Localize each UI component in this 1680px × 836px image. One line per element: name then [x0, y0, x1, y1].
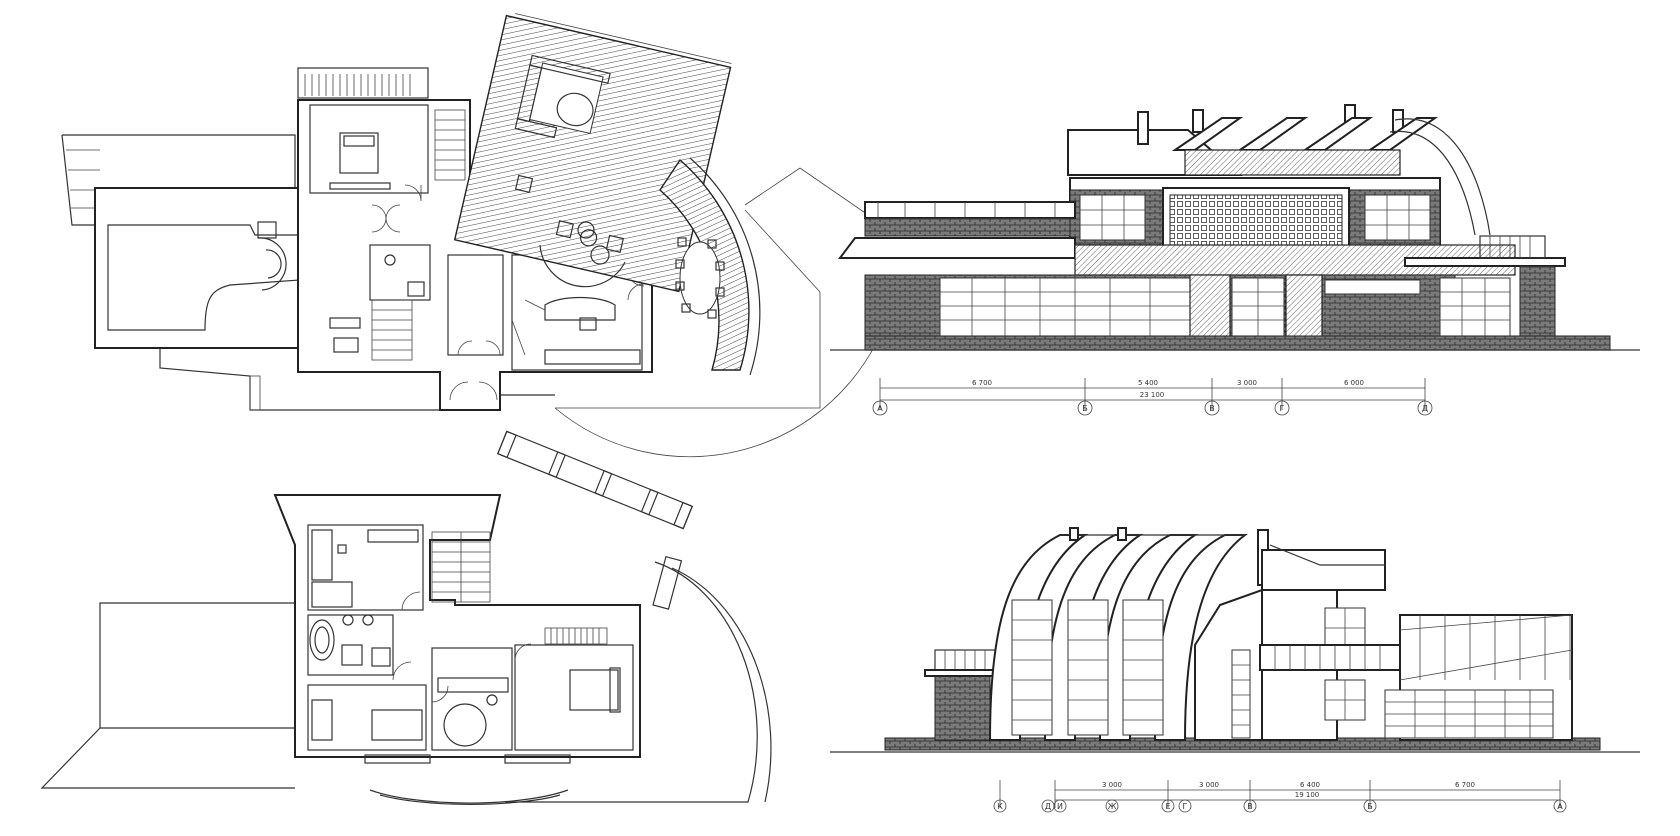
dim-label: 5 400	[1138, 379, 1158, 387]
side-facade: 3 000 3 000 6 400 6 700 19 100 К Д И Ж Е…	[830, 527, 1640, 813]
axis-label: Г	[1183, 802, 1188, 811]
axis-label: Д	[1422, 404, 1428, 413]
dim-label: 6 700	[972, 379, 992, 387]
axis-label: В	[1247, 802, 1253, 811]
axis-label: Г	[1280, 404, 1285, 413]
first-floor-plan	[40, 430, 772, 805]
axis-label: Ж	[1108, 802, 1117, 811]
side-facade-dimensions: 3 000 3 000 6 400 6 700 19 100 К Д И Ж Е…	[993, 780, 1567, 813]
axis-label: Б	[1082, 404, 1088, 413]
dim-label: 3 000	[1199, 781, 1219, 789]
dim-overall: 19 100	[1295, 791, 1320, 799]
main-facade: 6 700 5 400 3 000 6 000 23 100 А Б В Г Д	[830, 104, 1640, 416]
axis-label: В	[1209, 404, 1215, 413]
dim-label: 6 400	[1300, 781, 1320, 789]
axis-label: К	[997, 802, 1003, 811]
dim-label: 3 000	[1102, 781, 1122, 789]
ground-floor-plan	[61, 13, 896, 458]
dim-label: 3 000	[1237, 379, 1257, 387]
dim-overall: 23 100	[1140, 391, 1165, 399]
axis-label: И	[1057, 802, 1063, 811]
axis-label: Е	[1165, 802, 1170, 811]
dim-label: 6 700	[1455, 781, 1475, 789]
axis-label: Д	[1045, 802, 1051, 811]
axis-label: А	[877, 404, 883, 413]
axis-label: Б	[1367, 802, 1373, 811]
axis-label: А	[1557, 802, 1563, 811]
main-facade-dimensions: 6 700 5 400 3 000 6 000 23 100 А Б В Г Д	[872, 378, 1433, 416]
dim-label: 6 000	[1344, 379, 1364, 387]
